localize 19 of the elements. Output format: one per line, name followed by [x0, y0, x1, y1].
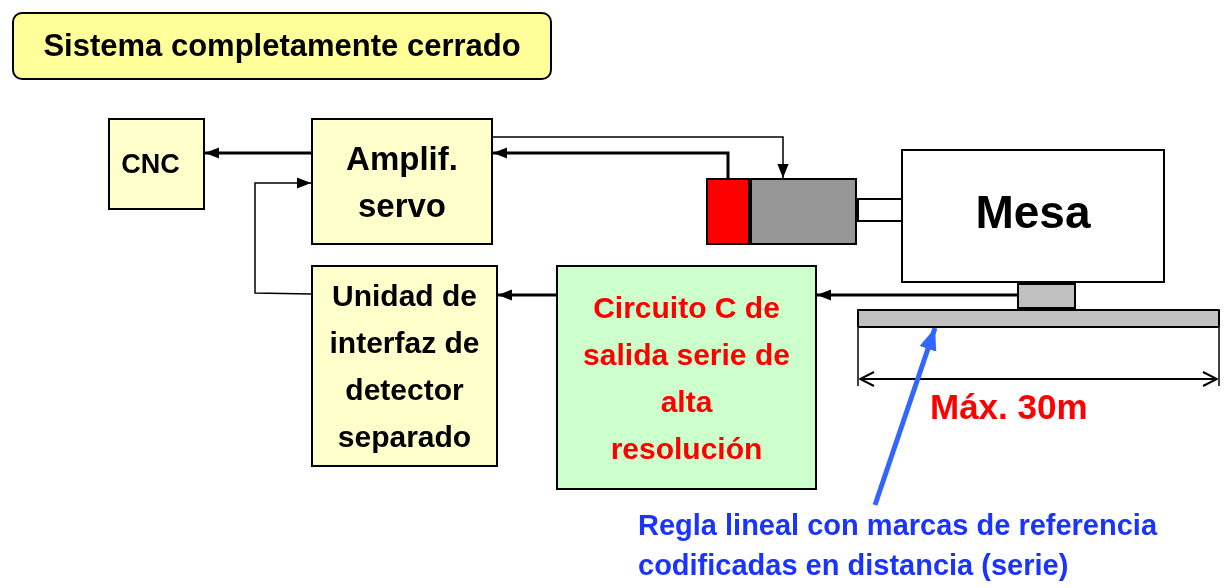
- dimension-label: Máx. 30m: [930, 386, 1088, 428]
- arrow: [493, 147, 730, 178]
- arrow: [492, 136, 789, 179]
- motor-block: [750, 178, 857, 245]
- callout-text: Regla lineal con marcas de referencia codificadas en distancia (serie): [638, 505, 1213, 585]
- process-box: Circuito C de salida serie de alta resolución: [556, 265, 817, 490]
- table-box: Mesa: [901, 149, 1165, 283]
- process-box: CNC: [108, 118, 205, 210]
- linear-scale-bar: [857, 309, 1220, 328]
- encoder-block: [706, 178, 750, 245]
- arrow: [254, 177, 312, 295]
- process-box: Amplif. servo: [311, 118, 493, 245]
- arrow: [872, 327, 938, 506]
- arrow: [205, 147, 311, 159]
- arrow: [817, 289, 1017, 301]
- reading-head-block: [1017, 283, 1076, 309]
- title-box: Sistema completamente cerrado: [12, 12, 552, 80]
- arrow: [498, 289, 556, 301]
- process-box: Unidad de interfaz de detector separado: [311, 265, 498, 467]
